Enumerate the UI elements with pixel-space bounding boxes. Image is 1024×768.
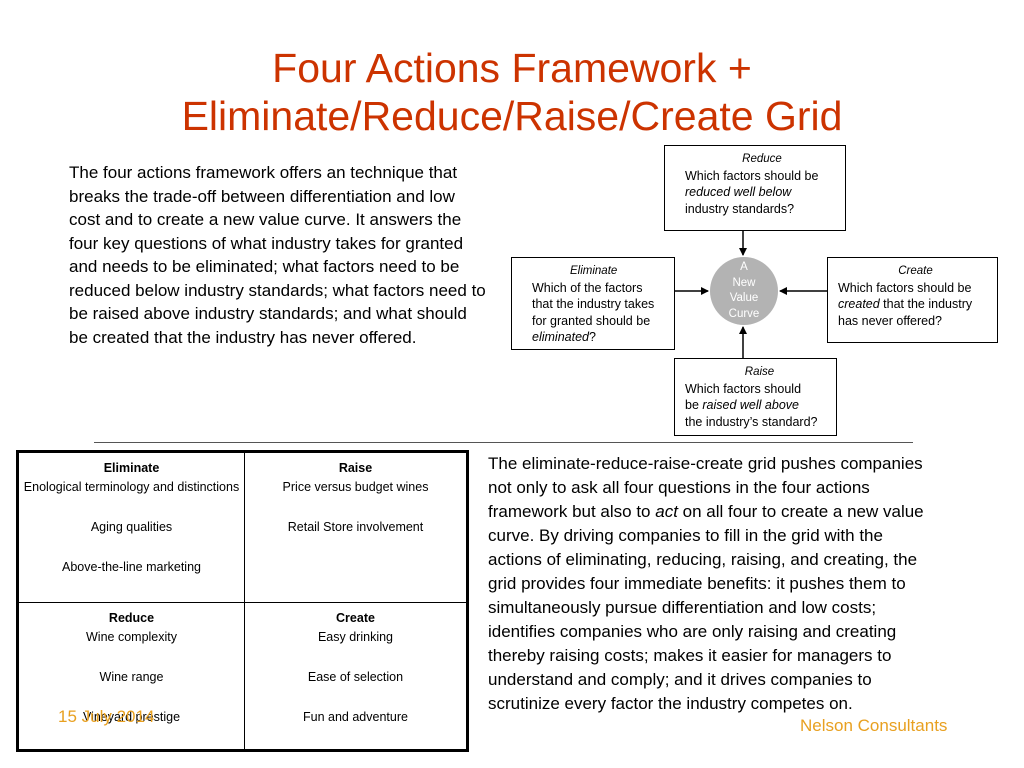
reduce-line-2: reduced well below <box>685 185 792 199</box>
raise-italic: raised well above <box>702 398 799 412</box>
grid-raise-heading: Raise <box>338 461 373 475</box>
title-line-2: Eliminate/Reduce/Raise/Create Grid <box>181 93 843 139</box>
create-line-2: created that the industry <box>838 296 993 313</box>
footer-company: Nelson Consultants <box>800 716 948 735</box>
raise-box: Raise Which factors should be raised wel… <box>674 358 837 436</box>
eliminate-box: Eliminate Which of the factors that the … <box>511 257 675 350</box>
create-line-2-end: that the industry <box>879 297 973 311</box>
grid-cell-raise: Raise Price versus budget wines Retail S… <box>245 453 466 603</box>
para2-part-3: on all four to create a new value curve.… <box>488 502 924 713</box>
circle-line-4: Curve <box>728 307 760 320</box>
title-line-1: Four Actions Framework + <box>272 45 752 91</box>
circle-line-2: New <box>732 276 756 289</box>
para2-italic-act: act <box>655 502 678 521</box>
circle-line-3: Value <box>729 292 759 304</box>
slide-date: 15 July 2014 <box>58 707 155 726</box>
intro-paragraph: The four actions framework offers an tec… <box>69 163 486 347</box>
grid-create-heading: Create <box>336 611 375 625</box>
grid-raise-item: Price versus budget wines <box>282 480 429 494</box>
grid-cell-reduce: Reduce Wine complexity Wine range Vineya… <box>19 603 245 749</box>
eliminate-line-3: for granted should be <box>532 313 651 328</box>
eliminate-line-1: Which of the factors <box>532 280 643 295</box>
grid-eliminate-item: Above-the-line marketing <box>62 560 201 574</box>
grid-create-item: Ease of selection <box>307 670 404 684</box>
grid-eliminate-item: Aging qualities <box>90 520 173 534</box>
grid-reduce-item: Vineyard prestige <box>82 710 181 724</box>
grid-cell-create: Create Easy drinking Ease of selection F… <box>245 603 466 749</box>
circle-line-1: A <box>740 261 748 273</box>
grid-reduce-heading: Reduce <box>108 611 155 625</box>
reduce-box: Reduce Which factors should be reduced w… <box>664 145 846 231</box>
create-heading: Create <box>898 265 933 277</box>
grid-reduce-item: Wine complexity <box>86 630 177 644</box>
para2-part-1: The eliminate-reduce-raise-create grid p… <box>488 454 923 521</box>
raise-heading: Raise <box>744 366 775 378</box>
grid-eliminate-item: Enological terminology and distinctions <box>23 480 240 494</box>
reduce-line-3: industry standards? <box>685 201 795 216</box>
eliminate-line-4: eliminated? <box>532 329 670 346</box>
raise-line-3: the industry’s standard? <box>685 414 818 429</box>
eliminate-heading: Eliminate <box>570 265 618 277</box>
raise-line-2: be raised well above <box>685 397 834 414</box>
grid-create-item: Fun and adventure <box>303 710 408 724</box>
raise-line-2-start: be <box>685 398 703 412</box>
grid-cell-eliminate: Eliminate Enological terminology and dis… <box>19 453 245 603</box>
reduce-line-1: Which factors should be <box>685 168 819 183</box>
grid-reduce-item: Wine range <box>99 670 164 684</box>
grid-description-paragraph: The eliminate-reduce-raise-create grid p… <box>488 452 933 716</box>
divider-line <box>94 442 913 443</box>
raise-line-1: Which factors should <box>685 381 802 396</box>
reduce-heading: Reduce <box>742 153 782 165</box>
eliminate-line-2: that the industry takes <box>532 297 655 311</box>
grid-create-item: Easy drinking <box>317 630 394 644</box>
errc-grid: Eliminate Enological terminology and dis… <box>16 450 469 752</box>
slide-title: Four Actions Framework + Eliminate/Reduc… <box>0 44 1024 140</box>
grid-eliminate-heading: Eliminate <box>103 461 160 475</box>
new-value-curve-circle: A New Value Curve <box>710 257 778 325</box>
create-box: Create Which factors should be created t… <box>827 257 998 343</box>
create-line-1: Which factors should be <box>838 280 972 295</box>
grid-raise-item: Retail Store involvement <box>287 520 424 534</box>
eliminate-end: ? <box>588 330 596 344</box>
create-italic: created <box>838 297 880 311</box>
create-line-3: has never offered? <box>838 313 943 328</box>
eliminate-italic: eliminated <box>532 330 589 344</box>
